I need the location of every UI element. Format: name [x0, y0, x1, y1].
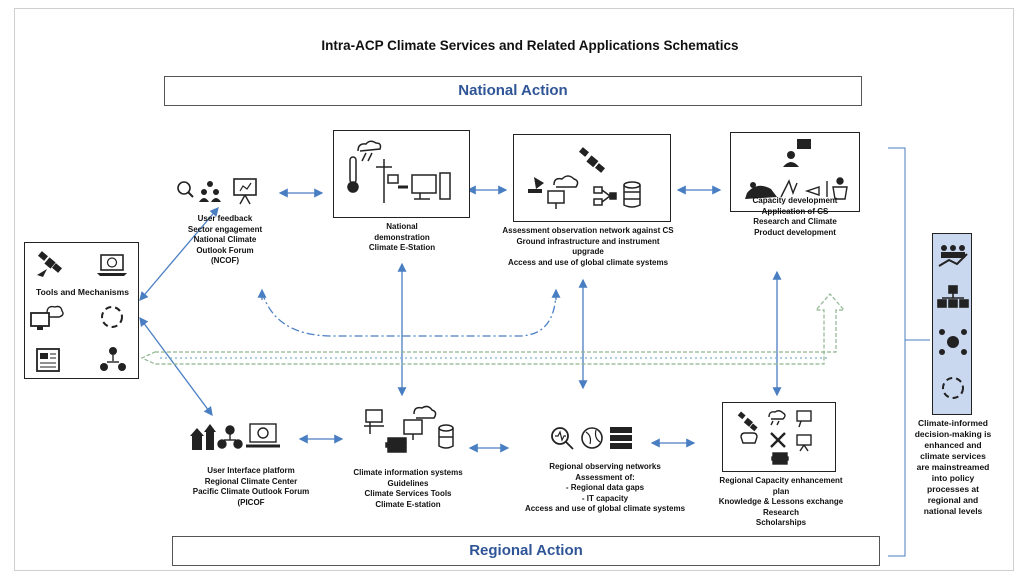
computer-cloud-icon: [30, 305, 64, 330]
feedback-icons: [177, 178, 257, 205]
outcome-icon-panel: [932, 233, 972, 415]
regional-capacity-box: [722, 402, 836, 472]
national-action-banner: National Action: [164, 76, 862, 106]
network-people-icon: [100, 347, 126, 371]
national-action-label: National Action: [458, 82, 568, 99]
observing-icons: [551, 427, 632, 450]
arrow-tools-feedback: [139, 207, 219, 301]
laptop-globe-icon: [97, 254, 127, 276]
capacity-development-icon: [745, 139, 848, 200]
interface-icons: [190, 423, 280, 450]
national-assessment-box: [513, 134, 671, 222]
regional-action-label: Regional Action: [469, 542, 583, 559]
outcome-bracket: [888, 147, 930, 557]
weather-station-icon: [347, 140, 451, 203]
diagram-title: Intra-ACP Climate Services and Related A…: [321, 38, 739, 53]
info-systems-icons: [364, 405, 454, 453]
observation-network-icon: [528, 147, 641, 209]
regional-capacity-icons: [737, 410, 812, 465]
satellite-icon: [37, 251, 62, 277]
assessment-caption: Assessment observation network against C…: [502, 226, 674, 267]
diagram-frame: [14, 8, 1014, 571]
outcome-icons: [937, 245, 969, 399]
newspaper-icon: [36, 348, 60, 372]
tools-box: Tools and Mechanisms: [24, 242, 139, 379]
arrow-tools-interface: [139, 316, 213, 417]
return-arrow: [140, 293, 846, 365]
cycle-arrows-icon: [101, 306, 123, 328]
feedback-loop: [261, 291, 557, 337]
tools-label: Tools and Mechanisms: [36, 287, 129, 297]
regional-action-banner: Regional Action: [172, 536, 880, 566]
national-demo-box: [333, 130, 470, 218]
national-capacity-box: [730, 132, 860, 212]
